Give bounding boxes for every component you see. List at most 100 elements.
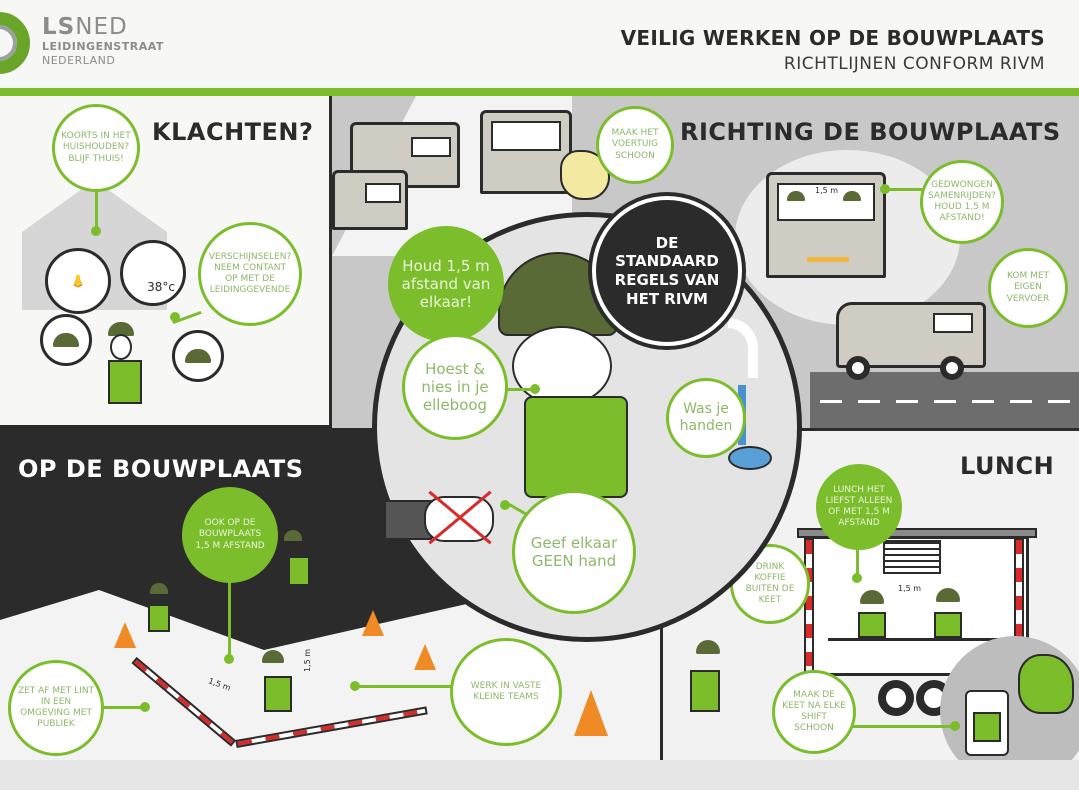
bubble-afstand: Houd 1,5 m afstand van elkaar! xyxy=(388,226,504,342)
traffic-cone-icon xyxy=(114,622,136,648)
van-icon xyxy=(332,170,408,230)
connector-dot xyxy=(91,226,101,236)
header-divider xyxy=(0,88,1079,96)
bubble-eigen-vervoer: KOM MET EIGEN VERVOER xyxy=(988,248,1068,328)
connector xyxy=(356,685,452,688)
connector xyxy=(228,580,231,658)
page-subtitle: RICHTLIJNEN CONFORM RIVM xyxy=(783,54,1045,74)
worker-vest xyxy=(108,360,142,404)
wheel xyxy=(846,356,870,380)
car-windshield xyxy=(777,183,875,221)
thermometer-icon: 38°c xyxy=(120,240,186,306)
connector xyxy=(100,706,144,709)
helmet-icon xyxy=(936,588,960,602)
connector-dot xyxy=(224,654,234,664)
bubble-ook-op-de-bouwplaats: OOK OP DE BOUWPLAATS 1,5 M AFSTAND xyxy=(182,487,278,583)
connector xyxy=(95,175,98,230)
cleaning-cloth-icon xyxy=(1018,654,1074,714)
page-title: VEILIG WERKEN OP DE BOUWPLAATS xyxy=(620,26,1045,50)
soap-bubbles-icon xyxy=(728,446,772,470)
bubble-geen-hand: Geef elkaar GEEN hand xyxy=(512,490,636,614)
logo-brand-light: NED xyxy=(75,14,128,40)
road-dash xyxy=(1048,400,1070,403)
logo-line2: NEDERLAND xyxy=(42,54,116,67)
car-distance-label: 1,5 m xyxy=(815,186,839,195)
bubble-vaste-teams: WERK IN VASTE KLEINE TEAMS xyxy=(450,638,562,746)
bubble-rivm-title: DE STANDAARD REGELS VAN HET RIVM xyxy=(592,196,742,346)
distance-label: 1,5 m xyxy=(303,648,313,673)
worker-vest xyxy=(264,676,292,712)
wheel xyxy=(940,356,964,380)
car-windshield xyxy=(491,121,561,151)
worker-vest xyxy=(858,612,886,638)
logo-line1: LEIDINGENSTRAAT xyxy=(42,40,164,53)
temperature-label: 38°c xyxy=(147,280,175,294)
road-dash xyxy=(820,400,842,403)
helmet-icon xyxy=(185,349,211,363)
car-front-icon xyxy=(480,110,572,194)
van-window xyxy=(933,313,973,333)
spray-bottle-label xyxy=(973,712,1001,742)
traffic-cone-icon xyxy=(574,690,608,736)
helmet-icon xyxy=(787,191,805,201)
worker-vest xyxy=(690,670,720,712)
van-window xyxy=(411,137,451,157)
carpool-car-icon: 1,5 m xyxy=(766,172,886,278)
worker-vest xyxy=(934,612,962,638)
bubble-hoest-nies: Hoest & nies in je elleboog xyxy=(402,334,508,440)
road-dash xyxy=(896,400,918,403)
section-title-lunch: LUNCH xyxy=(960,452,1055,480)
sore-throat-icon xyxy=(40,314,92,366)
connector-dot xyxy=(170,312,180,322)
worker-vest xyxy=(148,604,170,632)
section-title-op-de-bouwplaats: OP DE BOUWPLAATS xyxy=(18,455,304,483)
road-dash xyxy=(858,400,880,403)
logo-brand: LSNED xyxy=(42,14,128,40)
section-title-klachten: KLACHTEN? xyxy=(152,118,314,146)
bubble-was-handen: Was je handen xyxy=(666,378,746,458)
runny-nose-icon: 👃 xyxy=(45,248,111,314)
connector-dot xyxy=(350,681,360,691)
road-dash xyxy=(1010,400,1032,403)
lunch-table xyxy=(828,638,998,641)
spray-bottle-icon xyxy=(965,690,1009,756)
logo-brand-bold: LS xyxy=(42,14,76,40)
connector-dot xyxy=(500,500,510,510)
site-hut-roof xyxy=(797,528,1037,538)
bottom-strip xyxy=(0,760,1079,790)
road-dash xyxy=(972,400,994,403)
connector-dot xyxy=(140,702,150,712)
worker-vest xyxy=(524,396,628,498)
helmet-icon xyxy=(150,583,168,594)
bubble-keet-schoon: MAAK DE KEET NA ELKE SHIFT SCHOON xyxy=(772,670,856,754)
faucet-icon xyxy=(728,318,758,378)
site-hut-post xyxy=(804,538,814,678)
connector xyxy=(844,725,954,728)
traffic-cone-icon xyxy=(362,610,384,636)
license-plate xyxy=(807,257,849,262)
lunch-distance-label: 1,5 m xyxy=(898,584,922,593)
helmet-icon xyxy=(284,530,302,541)
van-window xyxy=(365,183,401,203)
worker-head xyxy=(110,334,132,360)
connector-dot xyxy=(880,184,890,194)
helmet-icon xyxy=(696,640,720,654)
connector xyxy=(884,188,924,191)
connector-dot xyxy=(530,384,540,394)
wheel xyxy=(878,680,914,716)
bubble-verschijnselen: VERSCHIJNSELEN? NEEM CONTANT OP MET DE L… xyxy=(198,222,302,326)
connector-dot xyxy=(852,573,862,583)
bubble-lunch-alleen: LUNCH HET LIEFST ALLEEN OF MET 1,5 M AFS… xyxy=(816,464,902,550)
site-hut-vent xyxy=(883,540,941,574)
section-title-richting: RICHTING DE BOUWPLAATS xyxy=(680,118,1061,146)
helmet-icon xyxy=(843,191,861,201)
coughing-icon xyxy=(172,330,224,382)
worker-vest xyxy=(288,556,310,586)
header xyxy=(0,0,1079,90)
connector xyxy=(506,388,534,391)
road-dash xyxy=(934,400,956,403)
worker-head xyxy=(512,326,612,406)
helmet-icon xyxy=(860,590,884,604)
helmet-icon xyxy=(108,322,134,336)
connector-dot xyxy=(950,721,960,731)
